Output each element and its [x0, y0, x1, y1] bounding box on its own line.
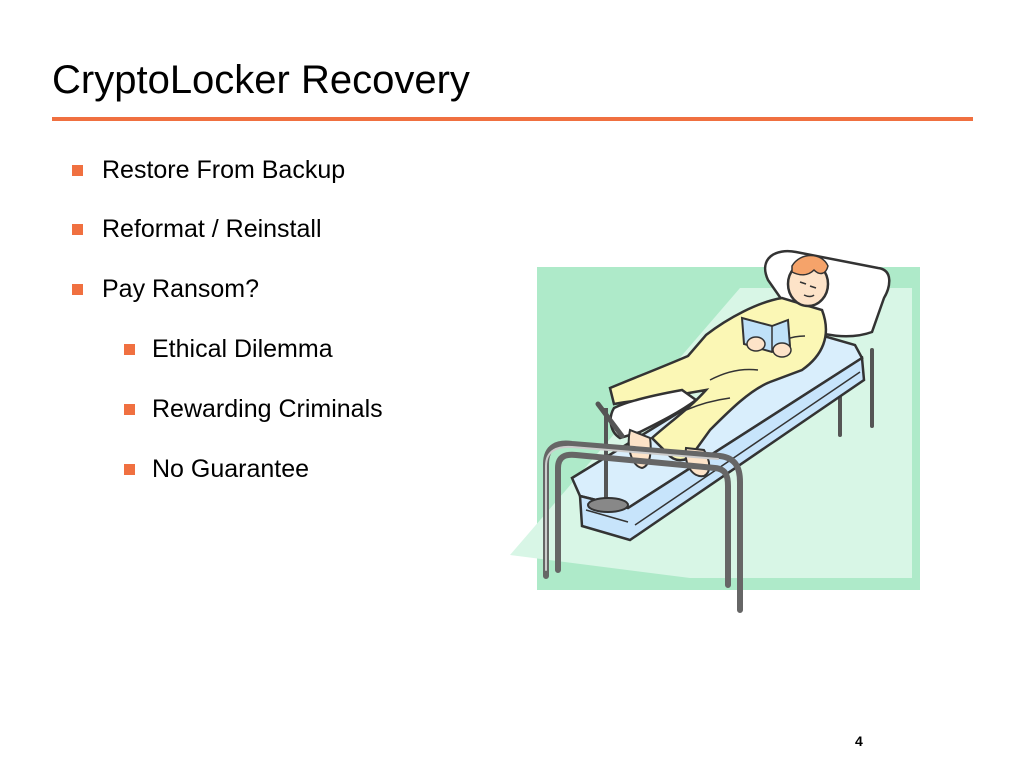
- square-bullet-icon: [124, 464, 135, 475]
- square-bullet-icon: [72, 165, 83, 176]
- page-number: 4: [855, 733, 863, 749]
- square-bullet-icon: [72, 284, 83, 295]
- square-bullet-icon: [124, 344, 135, 355]
- bullet-text: Pay Ransom?: [102, 275, 260, 303]
- bed-frame-front: [543, 440, 743, 613]
- square-bullet-icon: [124, 404, 135, 415]
- title-underline: [52, 117, 973, 121]
- bullet-text: Ethical Dilemma: [152, 335, 333, 363]
- bullet-text: No Guarantee: [152, 455, 310, 483]
- mattress-side: [578, 355, 866, 542]
- patient-in-bed-illustration: [510, 249, 920, 613]
- bullet-text: Reformat / Reinstall: [102, 215, 322, 243]
- patient-hair: [791, 254, 829, 276]
- square-bullet-icon: [72, 224, 83, 235]
- bullet-text: Restore From Backup: [102, 156, 346, 184]
- slide-title: CryptoLocker Recovery: [52, 58, 470, 102]
- leg-cast: [609, 388, 699, 440]
- bullet-text: Rewarding Criminals: [152, 395, 383, 423]
- hand: [772, 342, 792, 358]
- traction-pole: [587, 401, 629, 513]
- hand: [746, 336, 766, 352]
